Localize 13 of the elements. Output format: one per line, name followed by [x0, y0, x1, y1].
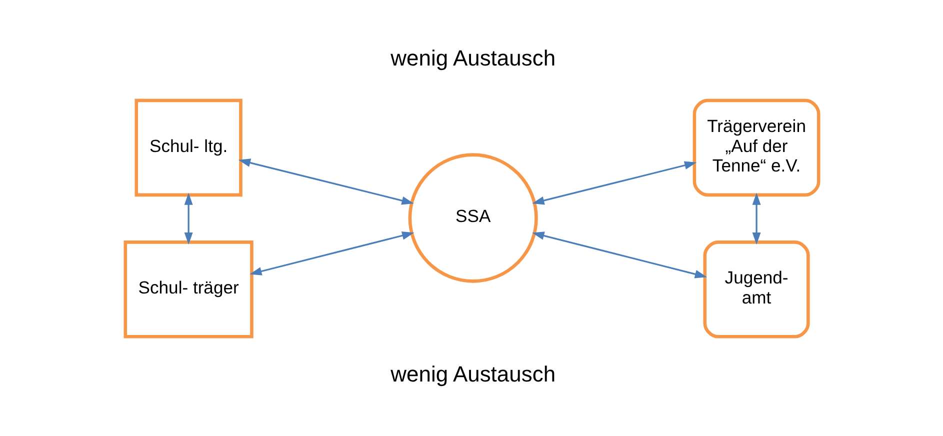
node-box: Schul- träger: [123, 240, 253, 338]
node-box: Schul- ltg.: [134, 98, 242, 197]
node-circle: SSA: [408, 153, 538, 283]
arrow: [249, 231, 414, 276]
label: wenig Austausch: [390, 362, 556, 387]
arrow: [752, 192, 760, 245]
arrow: [532, 161, 696, 205]
arrow: [184, 192, 192, 245]
node-box: Trägerverein „Auf der Tenne“ e.V.: [692, 98, 820, 197]
label: wenig Austausch: [390, 45, 556, 70]
arrow: [532, 232, 707, 278]
node-box: Jugend- amt: [702, 240, 810, 338]
arrow: [238, 158, 414, 205]
